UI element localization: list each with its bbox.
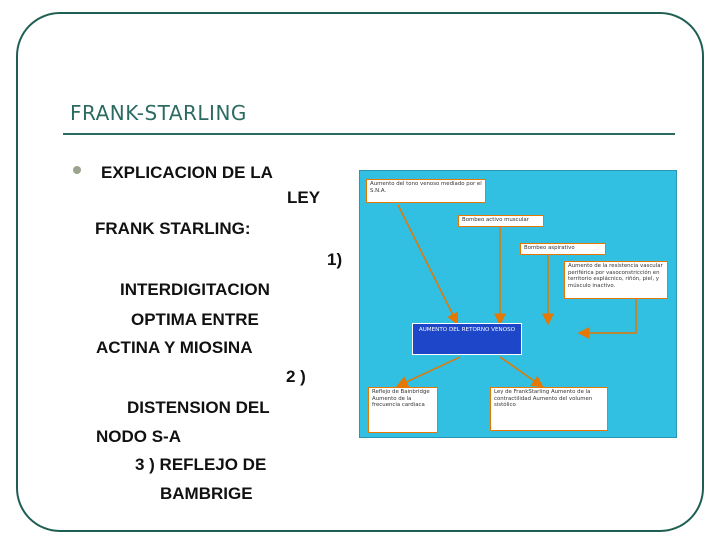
bullet-line-12: BAMBRIGE: [160, 484, 253, 503]
arrow-center-to-bainbridge: [395, 356, 461, 388]
arrow-top-to-center: [397, 204, 459, 326]
bullet-line-3: FRANK STARLING:: [95, 219, 251, 238]
bullet-line-6: OPTIMA ENTRE: [131, 310, 259, 329]
bullet-marker: [73, 166, 81, 174]
bullet-line-7: ACTINA Y MIOSINA: [96, 338, 253, 357]
title-divider: [63, 133, 675, 135]
box-vascular-resistance: Aumento de la resistencia vascular perif…: [564, 261, 668, 299]
bullet-line-4: 1): [327, 250, 343, 269]
flow-arrows: [395, 204, 637, 388]
box-muscle-pump: Bombeo activo muscular: [458, 215, 544, 227]
bullet-line-1: EXPLICACION DE LA: [101, 163, 273, 182]
box-venous-return: AUMENTO DEL RETORNO VENOSO: [412, 323, 522, 355]
slide-title: FRANK-STARLING: [70, 101, 247, 125]
arrow-resistance-to-center: [577, 299, 637, 339]
bullet-line-9: DISTENSION DEL: [127, 398, 270, 417]
bullet-line-8: 2 ): [286, 367, 306, 386]
box-bainbridge: Reflejo de Bainbridge Aumento de la frec…: [368, 387, 438, 433]
flowchart-diagram: Aumento del tono venoso mediado por el S…: [359, 170, 677, 438]
bullet-line-2: LEY: [287, 188, 321, 207]
bullet-line-11: 3 ) REFLEJO DE: [135, 455, 267, 474]
bullet-line-10: NODO S-A: [96, 427, 181, 446]
box-frank-starling: Ley de FrankStarling Aumento de la contr…: [490, 387, 608, 431]
box-aspirative-pump: Bombeo aspirativo: [520, 243, 606, 255]
arrow-center-to-frank: [499, 356, 544, 388]
box-venous-tone: Aumento del tono venoso mediado por el S…: [366, 179, 486, 203]
bullet-line-5: INTERDIGITACION: [120, 280, 270, 299]
